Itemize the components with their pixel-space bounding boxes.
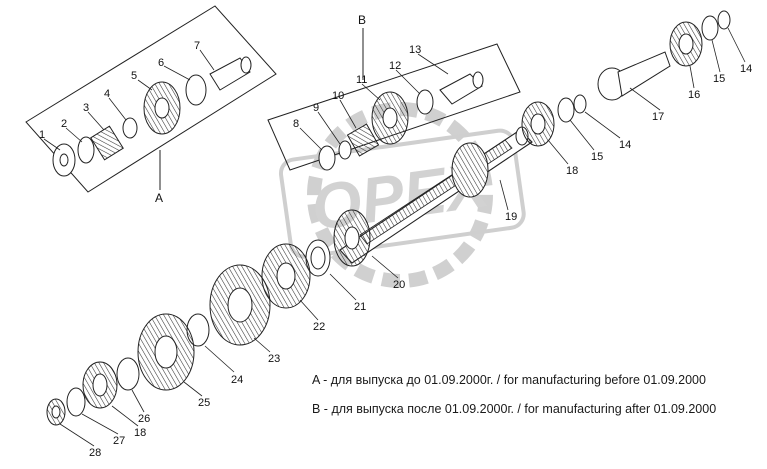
part-label-12: 12	[389, 60, 401, 72]
part-label-19: 19	[505, 211, 517, 223]
part-ring-4	[122, 117, 138, 139]
part-label-24: 24	[231, 374, 243, 386]
part-ring-27	[66, 387, 86, 417]
part-label-17: 17	[652, 111, 664, 123]
note-group-a: A - для выпуска до 01.09.2000г. / for ma…	[312, 373, 706, 387]
part-label-27: 27	[113, 435, 125, 447]
part-bushing-13	[439, 71, 484, 105]
group-b-label: B	[358, 13, 366, 27]
part-label-4: 4	[104, 88, 110, 100]
part-label-10: 10	[332, 90, 344, 102]
part-gear-11	[371, 91, 409, 145]
part-gear-23	[209, 264, 271, 346]
part-ring-14b	[717, 10, 731, 30]
part-bearing-18b	[82, 361, 118, 409]
part-ring-8	[318, 145, 336, 171]
part-gear-22	[261, 243, 311, 309]
part-label-9: 9	[313, 102, 319, 114]
part-label-11: 11	[356, 74, 367, 86]
part-gear-25	[137, 313, 195, 391]
part-ring-12	[416, 89, 434, 115]
part-ring-2	[77, 136, 95, 164]
part-label-1: 1	[39, 129, 45, 141]
part-label-18a: 18	[566, 165, 578, 177]
part-label-13: 13	[409, 44, 421, 56]
part-ring-9	[338, 140, 352, 160]
part-label-16: 16	[688, 89, 700, 101]
part-label-2: 2	[61, 118, 67, 130]
part-label-18b: 18	[134, 427, 146, 439]
part-label-22: 22	[313, 321, 325, 333]
part-gear-20	[333, 209, 371, 267]
part-bearing-3	[90, 125, 124, 161]
part-bearing-16	[669, 21, 703, 67]
part-gear-5	[143, 81, 181, 135]
part-label-25: 25	[198, 397, 210, 409]
part-washer-1	[52, 143, 76, 177]
part-bearing-10	[346, 123, 380, 157]
part-nut-28	[46, 398, 66, 426]
part-ring-15a	[557, 97, 575, 123]
part-label-7: 7	[194, 40, 200, 52]
part-label-15a: 15	[591, 151, 603, 163]
part-bearing-18a	[521, 101, 555, 147]
part-bushing-7	[209, 56, 252, 91]
part-ring-15b	[701, 15, 719, 41]
group-b-box: B	[267, 13, 521, 171]
part-label-26: 26	[138, 413, 150, 425]
part-label-3: 3	[83, 102, 89, 114]
part-label-21: 21	[354, 301, 366, 313]
part-label-28: 28	[89, 447, 101, 459]
part-ring-26	[116, 357, 140, 391]
part-ring-6	[185, 74, 207, 106]
part-label-5: 5	[131, 70, 137, 82]
part-flange-17	[597, 51, 671, 101]
part-label-20: 20	[393, 279, 405, 291]
part-label-14a: 14	[619, 139, 631, 151]
part-label-8: 8	[293, 118, 299, 130]
part-label-6: 6	[158, 57, 164, 69]
part-label-15b: 15	[713, 73, 725, 85]
part-number-labels: 1 2 3 4 5 6 7 8 9 10 11 12 13 14 15 16 1…	[39, 40, 752, 459]
part-ring-14a	[573, 94, 587, 114]
part-label-14b: 14	[740, 63, 752, 75]
note-group-b: B - для выпуска после 01.09.2000г. / for…	[312, 402, 717, 416]
group-a-label: A	[155, 191, 163, 205]
leader-lines	[43, 27, 746, 447]
part-label-23: 23	[268, 353, 280, 365]
